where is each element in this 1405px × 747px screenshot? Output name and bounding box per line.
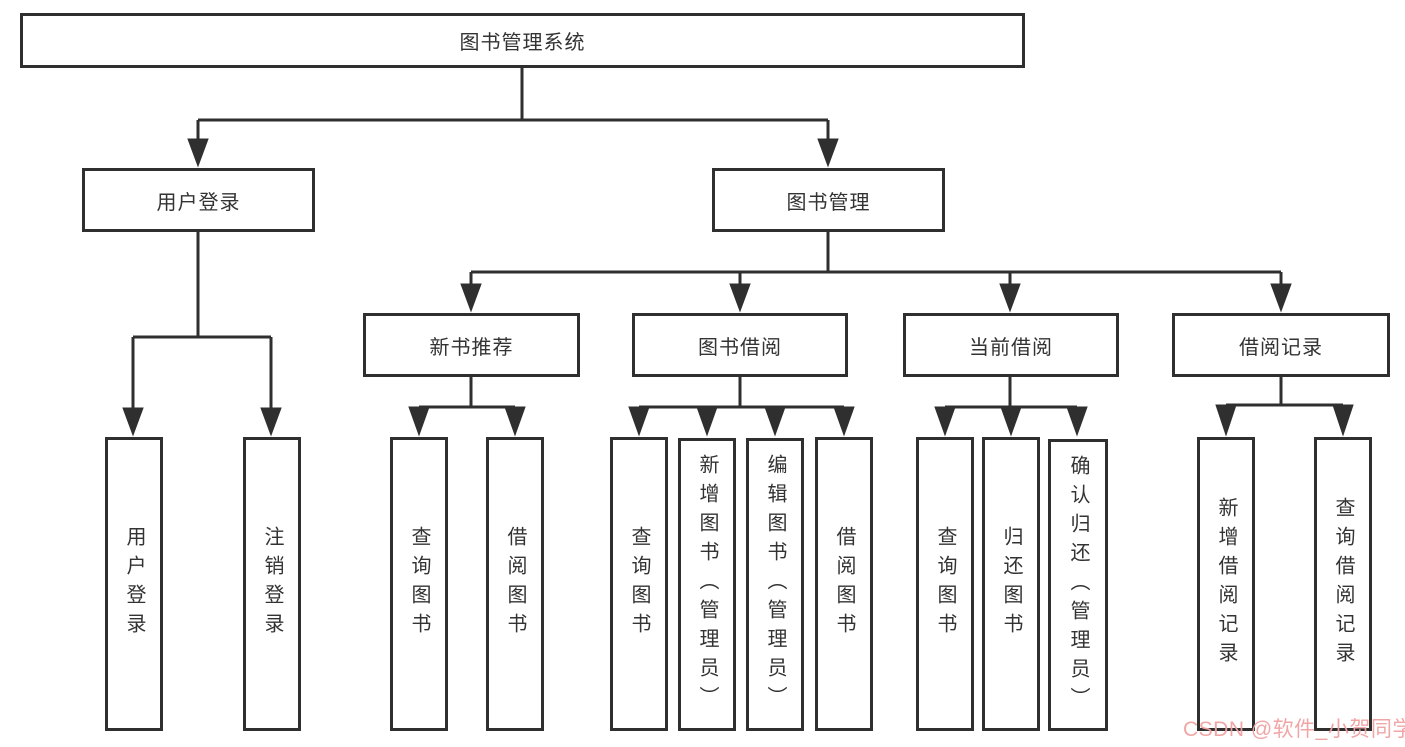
node-add-borrow-record: 新增借阅记录 bbox=[1197, 437, 1255, 731]
connector-book-management bbox=[469, 232, 1283, 285]
node-confirm-return-admin: 确认归还（管理员） bbox=[1048, 439, 1108, 731]
node-book-management: 图书管理 bbox=[712, 168, 945, 232]
connector-root bbox=[196, 68, 830, 141]
connector-borrow-records bbox=[1226, 377, 1343, 407]
connector-new-book-recommend bbox=[419, 377, 515, 409]
node-query-books-current: 查询图书 bbox=[916, 437, 974, 731]
node-logout-label: 注销登录 bbox=[261, 526, 283, 642]
node-add-borrow-record-label: 新增借阅记录 bbox=[1215, 497, 1237, 671]
node-borrow-records-label: 借阅记录 bbox=[1239, 336, 1323, 359]
node-book-management-label: 图书管理 bbox=[786, 191, 871, 214]
node-edit-book-admin-label: 编辑图书（管理员） bbox=[764, 454, 786, 715]
node-edit-book-admin: 编辑图书（管理员） bbox=[746, 438, 804, 731]
csdn-watermark: CSDN @软件_小贺同学 bbox=[1183, 718, 1405, 741]
node-root-label: 图书管理系统 bbox=[459, 32, 586, 54]
node-user-login-leaf-label: 用户登录 bbox=[123, 526, 145, 642]
node-query-books-recommend: 查询图书 bbox=[390, 437, 448, 731]
connector-current-borrow bbox=[945, 377, 1077, 409]
node-add-book-admin: 新增图书（管理员） bbox=[678, 438, 736, 731]
node-query-borrow-record: 查询借阅记录 bbox=[1314, 437, 1372, 731]
node-book-borrow-label: 图书借阅 bbox=[698, 336, 782, 359]
node-borrow-books-recommend: 借阅图书 bbox=[486, 437, 544, 731]
node-logout: 注销登录 bbox=[243, 437, 301, 731]
connector-book-borrow bbox=[639, 377, 844, 409]
node-add-book-admin-label: 新增图书（管理员） bbox=[696, 454, 718, 715]
node-confirm-return-admin-label: 确认归还（管理员） bbox=[1067, 454, 1089, 716]
arrowheads bbox=[122, 138, 1354, 437]
node-query-books-borrow: 查询图书 bbox=[610, 437, 668, 731]
node-user-login: 用户登录 bbox=[82, 168, 315, 232]
node-query-borrow-record-label: 查询借阅记录 bbox=[1332, 497, 1354, 671]
node-borrow-books-recommend-label: 借阅图书 bbox=[504, 526, 526, 642]
node-borrow-books-borrow: 借阅图书 bbox=[815, 437, 873, 731]
node-return-books: 归还图书 bbox=[982, 437, 1040, 731]
node-borrow-records: 借阅记录 bbox=[1172, 313, 1390, 377]
node-borrow-books-borrow-label: 借阅图书 bbox=[833, 526, 855, 642]
node-book-borrow: 图书借阅 bbox=[632, 313, 848, 377]
node-user-login-leaf: 用户登录 bbox=[105, 437, 163, 731]
node-query-books-recommend-label: 查询图书 bbox=[408, 526, 430, 642]
node-return-books-label: 归还图书 bbox=[1000, 526, 1022, 642]
connector-user-login bbox=[131, 232, 273, 410]
node-current-borrow-label: 当前借阅 bbox=[969, 336, 1053, 359]
node-root: 图书管理系统 bbox=[20, 13, 1025, 68]
node-current-borrow: 当前借阅 bbox=[903, 313, 1119, 377]
node-user-login-label: 用户登录 bbox=[156, 191, 241, 214]
node-query-books-current-label: 查询图书 bbox=[934, 526, 956, 642]
node-query-books-borrow-label: 查询图书 bbox=[628, 526, 650, 642]
node-new-book-recommend-label: 新书推荐 bbox=[429, 336, 514, 359]
node-new-book-recommend: 新书推荐 bbox=[363, 313, 580, 377]
